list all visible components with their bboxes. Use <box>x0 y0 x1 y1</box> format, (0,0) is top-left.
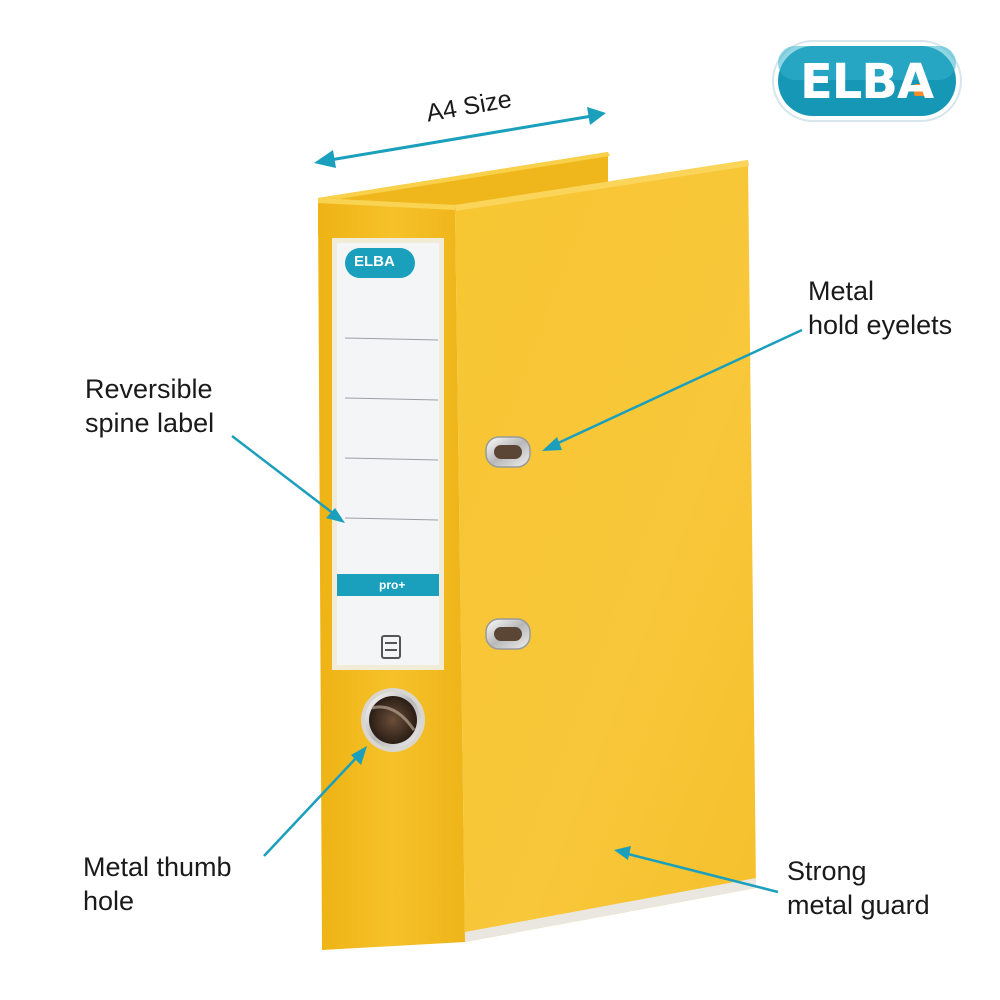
thumb-hole-callout-arrow <box>263 746 367 857</box>
thumb-hole-label-line1: Metal thumb <box>83 852 232 882</box>
spine-label-callout-line2: spine label <box>85 408 215 438</box>
metal-guard-label-line2: metal guard <box>787 890 930 920</box>
spine-label-callout-line1: Reversible <box>85 374 213 404</box>
spine-label-tag: pro+ <box>379 578 406 592</box>
brand-logo: ELBA <box>772 40 962 122</box>
eyelets-label-line1: Metal <box>808 276 875 306</box>
spine-label-logo-badge <box>345 248 415 278</box>
recycle-icon <box>381 635 401 659</box>
brand-logo-text: ELBA <box>800 54 934 110</box>
a4-size-arrow <box>314 107 606 168</box>
spine-label-stripe <box>337 574 439 596</box>
eyelet-top <box>485 436 531 468</box>
eyelets-label-line2: hold eyelets <box>808 310 953 340</box>
spine-label-brand: ELBA <box>354 253 395 270</box>
spine-label <box>332 238 444 670</box>
metal-guard-callout-arrow <box>614 846 779 894</box>
binder-front-cover <box>455 160 756 942</box>
eyelet-callout-arrow <box>542 328 803 451</box>
thumb-hole-label-line2: hole <box>83 886 135 916</box>
spine-label-callout-arrow <box>231 435 345 523</box>
metal-guard <box>465 878 756 942</box>
metal-guard-label-line1: Strong <box>787 856 867 886</box>
eyelet-bottom <box>485 618 531 650</box>
thumb-hole <box>361 688 425 752</box>
